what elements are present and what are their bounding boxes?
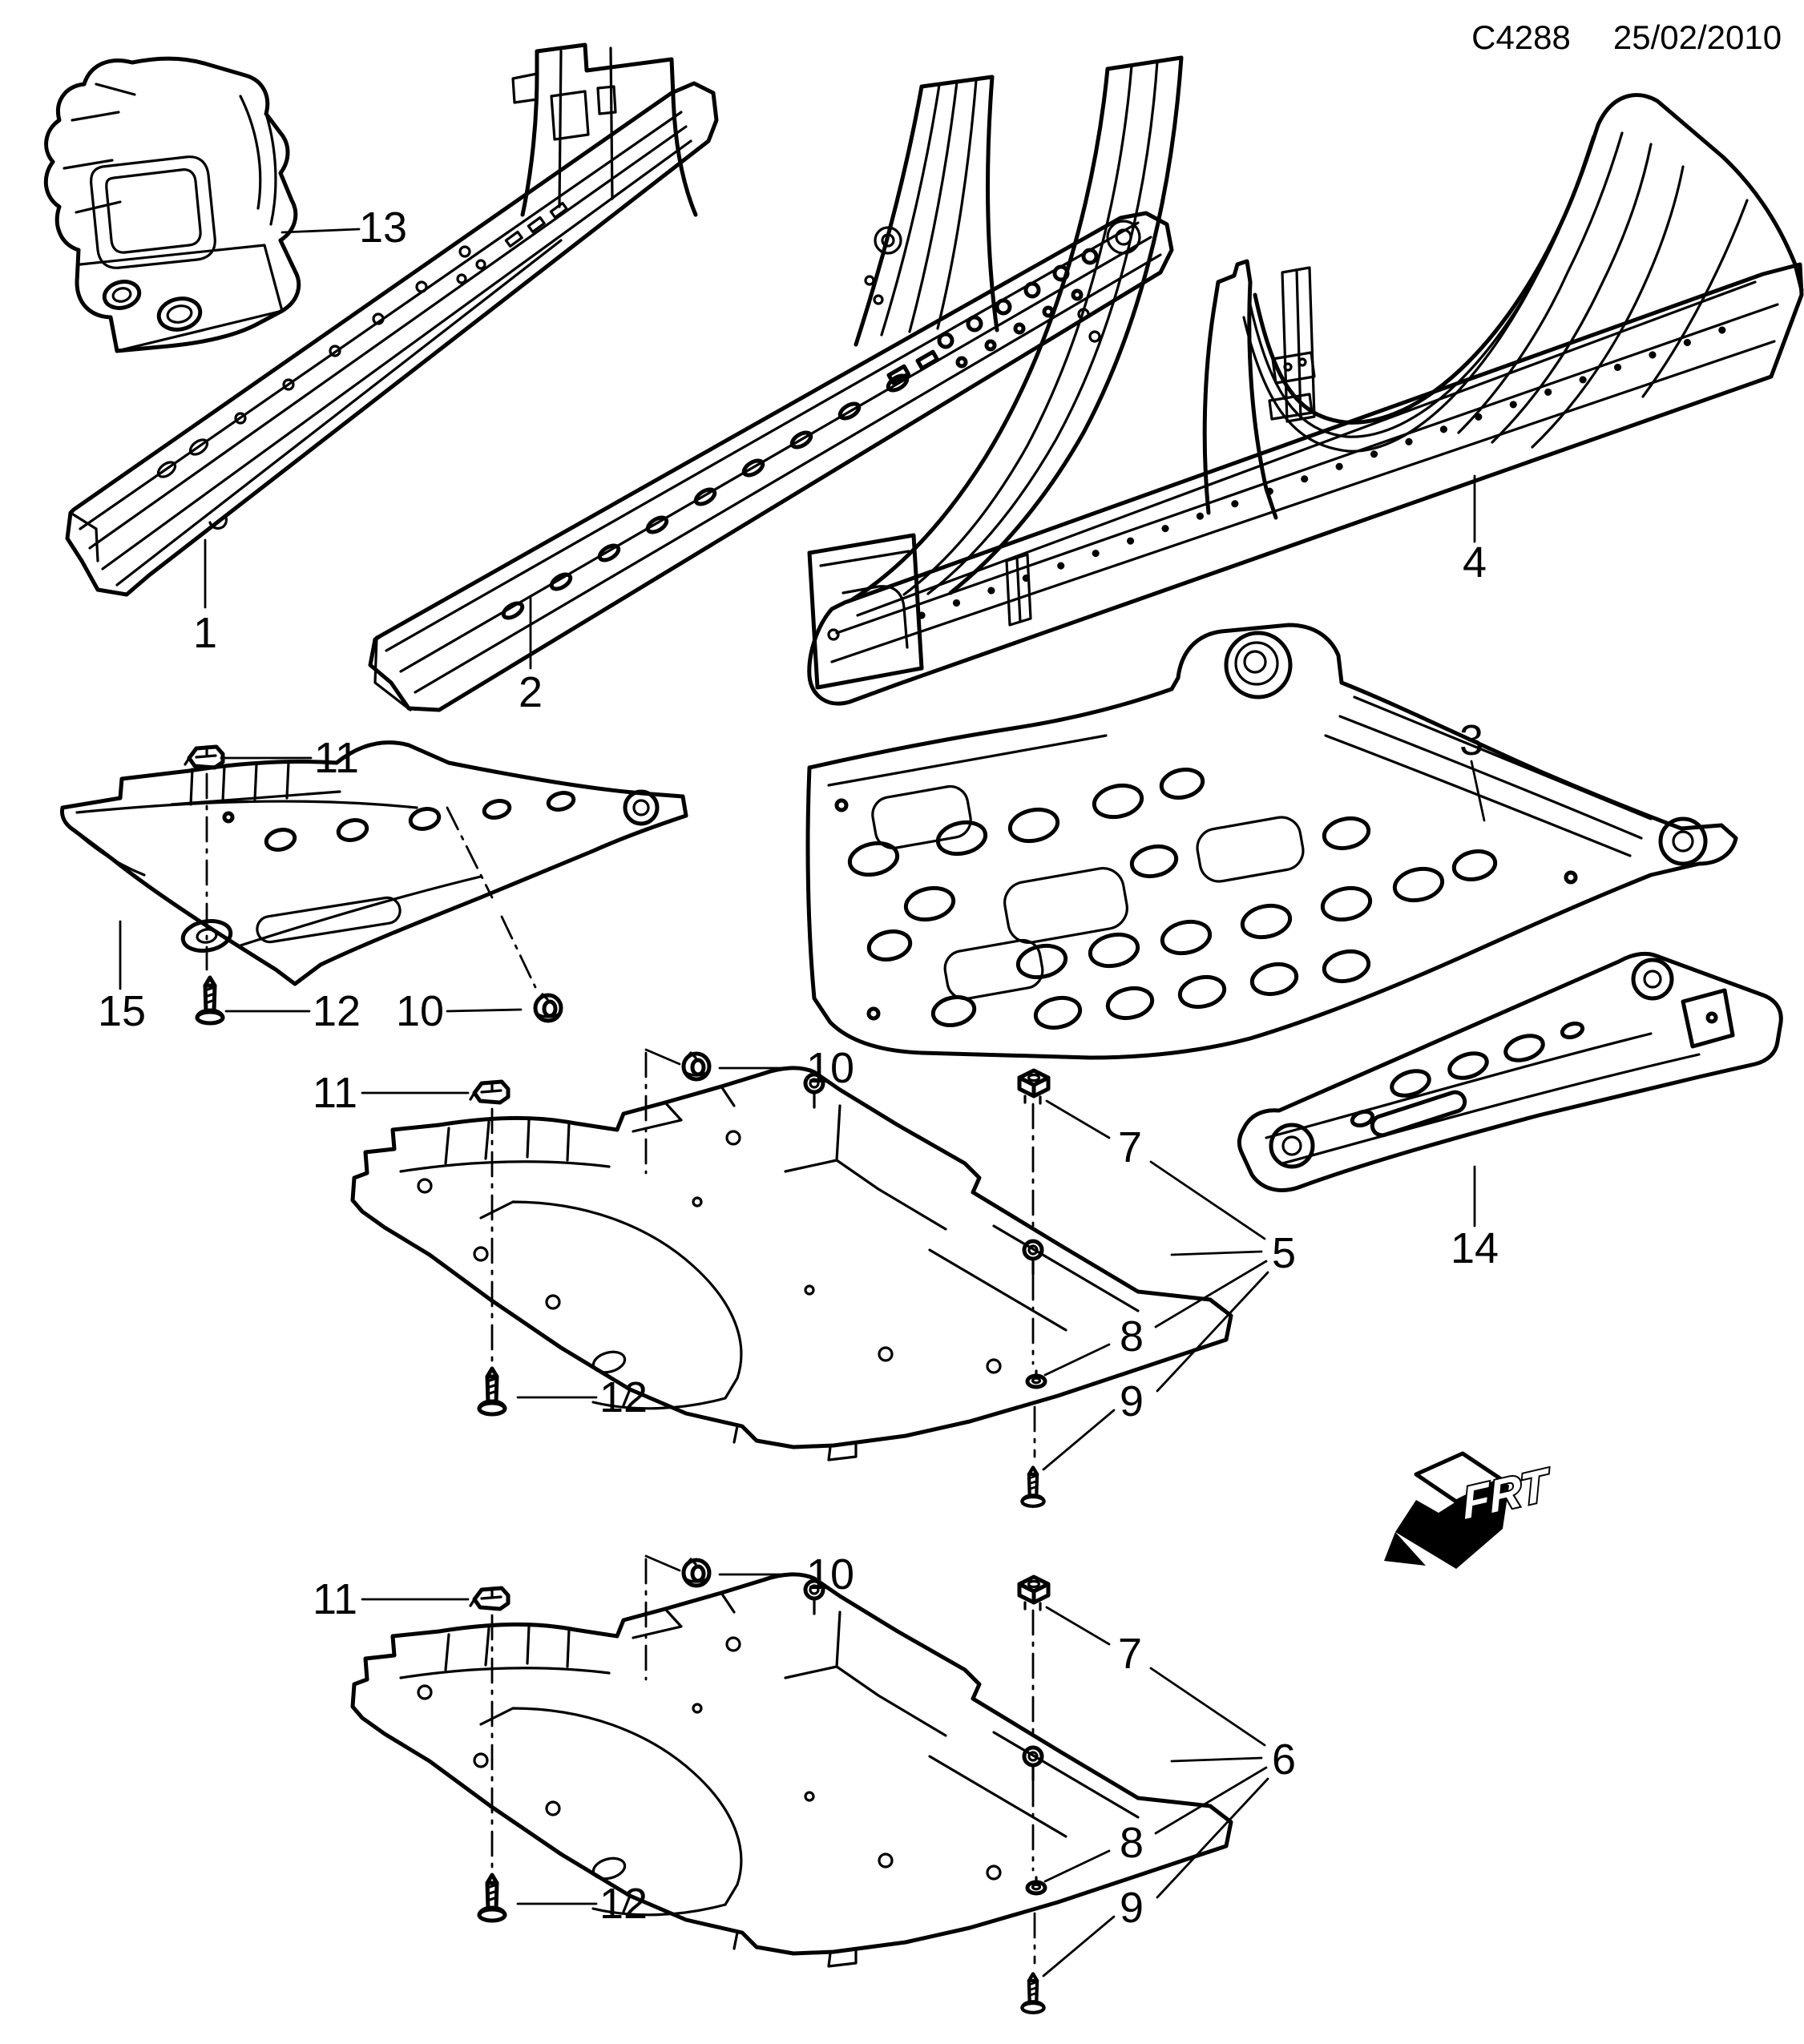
part-2-sill-reinforcement <box>368 75 1174 712</box>
callout-15: 15 <box>97 987 147 1035</box>
callout-10-b: 10 <box>805 1044 855 1092</box>
callout-9-a: 9 <box>1119 1377 1144 1425</box>
callout-5: 5 <box>1271 1229 1297 1277</box>
clip-7-icon <box>1019 1577 1048 1610</box>
callout-12-b: 12 <box>599 1373 648 1421</box>
callout-12-a: 12 <box>312 987 361 1035</box>
clip-11-icon <box>185 747 223 768</box>
drawing-code: C4288 <box>1471 18 1571 56</box>
part-1-inner-sill <box>65 42 719 597</box>
nut-10-icon <box>684 1053 709 1079</box>
clip-11-icon <box>470 1082 508 1103</box>
callout-1: 1 <box>192 609 218 657</box>
nut-10-icon <box>535 994 561 1021</box>
callout-6: 6 <box>1271 1736 1297 1784</box>
callout-3: 3 <box>1459 716 1484 764</box>
callout-7-a: 7 <box>1117 1123 1143 1171</box>
clip-11-icon <box>470 1588 508 1609</box>
nut-10-icon <box>684 1559 709 1586</box>
callout-10-a: 10 <box>395 987 445 1035</box>
callout-8-b: 8 <box>1119 1819 1144 1867</box>
frt-label: FRT <box>1461 1458 1553 1529</box>
callout-14: 14 <box>1450 1224 1499 1272</box>
callout-11-c: 11 <box>312 1575 358 1623</box>
callout-11-a: 11 <box>313 734 360 782</box>
drawing-date: 25/02/2010 <box>1612 18 1782 56</box>
part-4-outer-rocker-panel <box>807 55 1804 706</box>
screw-12-icon <box>479 1875 505 1921</box>
callout-10-c: 10 <box>805 1550 855 1599</box>
callout-11-b: 11 <box>312 1069 358 1117</box>
clip-7-icon <box>1019 1070 1048 1103</box>
callout-13: 13 <box>358 204 408 252</box>
callout-8-a: 8 <box>1119 1312 1144 1361</box>
washer-8-icon <box>1027 1371 1045 1387</box>
part-3-floor-panel-shield <box>805 623 1738 1060</box>
screw-12-icon <box>479 1369 505 1414</box>
part-15-front-under-shield <box>60 740 688 986</box>
frt-direction-icon: FRT <box>1384 1451 1555 1569</box>
callout-12-c: 12 <box>599 1880 648 1928</box>
screw-9-icon <box>1022 1973 1043 2012</box>
callout-2: 2 <box>518 668 543 716</box>
part-13-wheelhouse-bracket <box>43 56 301 353</box>
part-14-rear-under-shield <box>1237 951 1783 1192</box>
screw-12-icon <box>197 978 223 1023</box>
leader-lines <box>119 228 1486 1977</box>
screw-9-icon <box>1022 1467 1043 1506</box>
callout-9-b: 9 <box>1119 1884 1144 1932</box>
callout-4: 4 <box>1462 538 1487 587</box>
washer-8-icon <box>1027 1877 1045 1893</box>
callout-7-b: 7 <box>1117 1630 1143 1678</box>
